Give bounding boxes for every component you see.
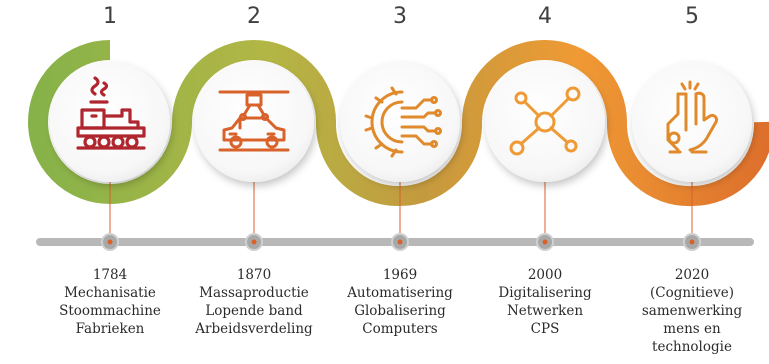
stage-description-line: Digitalisering [498, 285, 592, 301]
timeline-node-dot-1 [107, 239, 113, 245]
stage-description-line: Lopende band [205, 303, 303, 319]
stage-description-line: Arbeidsverdeling [195, 321, 313, 337]
stage-number-4: 4 [538, 4, 552, 29]
stage-year: 2020 [674, 267, 710, 283]
circuit-gear-icon [364, 86, 442, 158]
stage-year: 1784 [92, 267, 128, 283]
ribbon-path [27, 39, 769, 207]
stage-number-2: 2 [247, 4, 261, 29]
stage-disc-4 [485, 62, 605, 182]
stage-disc-2 [194, 62, 314, 182]
stage-description-line: mens en [663, 321, 721, 337]
stage-label-5: 2020 (Cognitieve) samenwerking mens en techn… [617, 266, 767, 356]
network-nodes-icon [509, 86, 581, 156]
stage-description-line: Mechanisatie [64, 285, 156, 301]
timeline-node-dot-3 [397, 239, 403, 245]
stage-disc-3 [340, 62, 460, 182]
stage-number-1: 1 [103, 4, 117, 29]
timeline-node-dot-5 [689, 239, 695, 245]
stage-year: 1969 [382, 267, 418, 283]
stage-description-line: samenwerking [641, 303, 743, 319]
stage-year: 1870 [236, 267, 272, 283]
timeline-node-dot-4 [542, 239, 548, 245]
stage-description-line: Automatisering [347, 285, 453, 301]
timeline-node-dot-2 [251, 239, 257, 245]
stage-description-line: Computers [362, 321, 438, 337]
stage-description-line: technologie [652, 339, 732, 355]
stage-disc-1 [50, 62, 170, 182]
stage-disc-5 [632, 62, 752, 182]
steam-locomotive-icon [76, 76, 146, 150]
stage-number-3: 3 [393, 4, 407, 29]
stage-description-line: Netwerken [506, 303, 584, 319]
stage-description-line: (Cognitieve) [650, 285, 734, 301]
robot-human-high-five-icon [666, 80, 718, 154]
stage-description-line: Stoommachine [59, 303, 161, 319]
stage-description-line: Fabrieken [75, 321, 145, 337]
stage-description-line: Massaproductie [199, 285, 309, 301]
stage-year: 2000 [527, 267, 563, 283]
car-assembly-line-icon [218, 90, 290, 152]
stage-description-line: CPS [530, 321, 560, 337]
stage-description-line: Globalisering [354, 303, 446, 319]
stage-number-5: 5 [685, 4, 699, 29]
